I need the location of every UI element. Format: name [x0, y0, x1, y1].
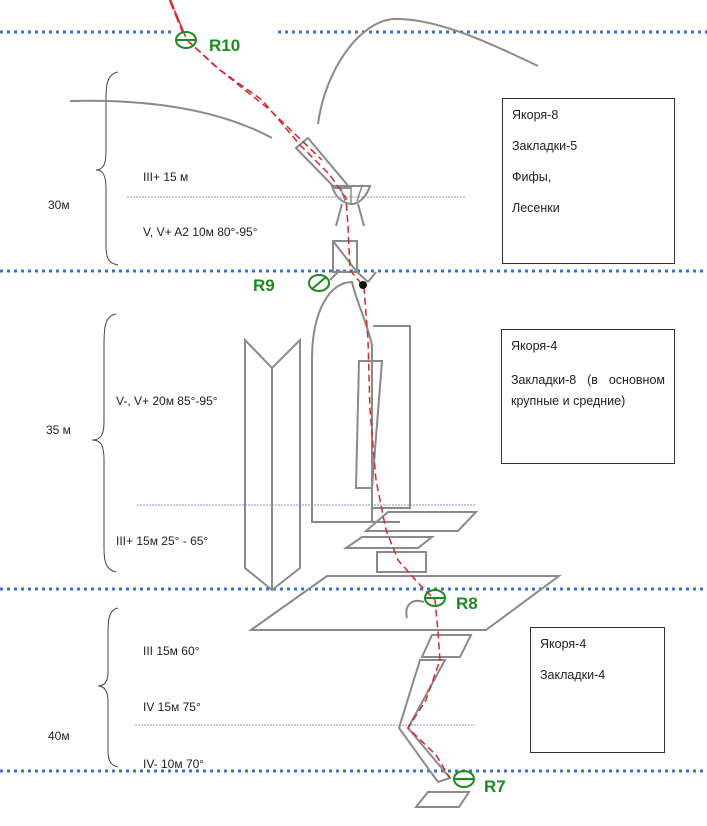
pitch-1-length: 30м [48, 198, 70, 212]
small-block [332, 240, 358, 273]
brace-pitch-2 [91, 313, 117, 573]
gear-item: Закладки-5 [512, 139, 578, 153]
gear-item: Закладки-4 [540, 668, 606, 682]
pitch-2-grade-2: III+ 15м 25° - 65° [116, 534, 208, 548]
tower-left [244, 337, 301, 592]
slab-lower [420, 634, 473, 658]
arch-dome [311, 280, 373, 523]
pitch-1-grade-1: III+ 15 м [143, 170, 188, 184]
anchor-label-r10: R10 [209, 36, 240, 55]
pitch-2-length: 35 м [46, 423, 71, 437]
slab-2 [342, 536, 435, 549]
rock-arch-top [317, 17, 539, 125]
pillar-right [373, 325, 411, 509]
corner-zigzag [397, 659, 452, 784]
gear-item: Фифы, [512, 170, 552, 184]
rock-features [69, 17, 563, 808]
grade-guide-lines [127, 196, 475, 726]
block-small-rect [376, 551, 427, 573]
route-path-main [169, 0, 451, 779]
pitch-3-grade-2: IV 15м 75° [143, 700, 201, 714]
pitch-3-grade-1: III 15м 60° [143, 644, 200, 658]
small-hook [405, 599, 425, 619]
base-slab [413, 791, 471, 808]
pitch-braces [91, 71, 119, 768]
fan-hang-rib-1 [339, 185, 346, 202]
brace-pitch-3 [97, 607, 119, 768]
pitch-1-grade-2: V, V+ A2 10м 80°-95° [143, 225, 258, 239]
anchor-symbol-r9 [308, 274, 330, 292]
gear-item: Лесенки [512, 201, 560, 215]
slab-1 [363, 511, 479, 532]
gear-box-pitch-2: Якоря-4 Закладки-8 (в основном крупные и… [501, 329, 675, 464]
gear-item: Якоря-4 [540, 637, 587, 651]
anchor-label-r9: R9 [253, 276, 275, 295]
pitch-dividers [0, 30, 707, 773]
gear-item: Якоря-8 [512, 108, 559, 122]
crack-under-roof [335, 203, 365, 227]
brace-pitch-1 [95, 71, 119, 266]
fan-hang-rib-3 [356, 185, 363, 202]
large-ledge [247, 575, 563, 631]
gear-box-pitch-1: Якоря-8 Закладки-5 Фифы, Лесенки [502, 98, 675, 264]
anchor-symbol-r8 [424, 589, 446, 607]
gear-box-pitch-3: Якоря-4 Закладки-4 [530, 627, 665, 753]
anchor-symbol-r7 [453, 770, 475, 788]
anchor-symbol-r10 [175, 31, 197, 49]
route-point-marker [359, 281, 367, 289]
pitch-3-length: 40м [48, 729, 70, 743]
anchor-label-r8: R8 [456, 594, 478, 613]
chimney-upper [294, 136, 353, 189]
gear-item: Закладки-8 (в основном крупные и средние… [511, 373, 665, 408]
anchor-symbols [175, 31, 475, 788]
fan-hang [330, 185, 372, 206]
gear-item: Якоря-4 [511, 339, 558, 353]
pitch-2-grade-1: V-, V+ 20м 85°-95° [116, 394, 218, 408]
rock-ridge-left [69, 99, 273, 139]
anchor-label-r7: R7 [484, 777, 506, 796]
route-line [168, 0, 451, 779]
block-horn [329, 269, 377, 283]
route-path-direct [168, 0, 185, 33]
pitch-3-grade-3: IV- 10м 70° [143, 757, 204, 771]
crack-zigzag [354, 360, 384, 489]
route-path-variant [186, 39, 323, 161]
